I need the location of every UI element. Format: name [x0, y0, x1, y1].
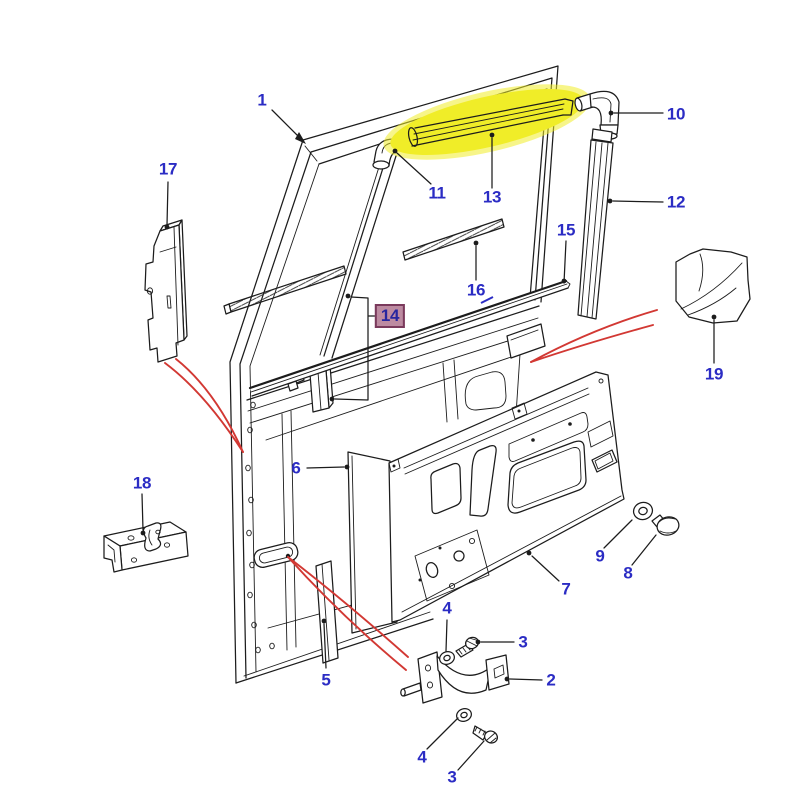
part-6-trim-panel: [347, 451, 398, 634]
part-4-washer-lower: [456, 708, 472, 722]
part-9-washer: [632, 501, 654, 521]
blue-dash-mark: [480, 296, 494, 304]
callout-9[interactable]: 9: [595, 546, 605, 566]
callout-4-lower[interactable]: 4: [417, 747, 427, 767]
part-4-washer-upper: [439, 651, 455, 665]
callout-3-lower[interactable]: 3: [447, 767, 457, 787]
callout-13[interactable]: 13: [482, 187, 502, 207]
part-2-check-strap-bracket: [400, 651, 510, 704]
callout-8[interactable]: 8: [623, 563, 633, 583]
callout-1[interactable]: 1: [257, 90, 267, 110]
callout-16[interactable]: 16: [466, 280, 486, 300]
callout-leaders: [140, 109, 717, 771]
callout-2[interactable]: 2: [546, 670, 556, 690]
callout-18[interactable]: 18: [132, 473, 152, 493]
door-pull-handle: [253, 542, 299, 568]
callout-10[interactable]: 10: [666, 104, 686, 124]
part-7-inner-panel: [388, 371, 625, 623]
part-16-waist-strips: [223, 218, 505, 315]
red-leader-lines: [164, 309, 658, 671]
callout-4-upper[interactable]: 4: [442, 598, 452, 618]
callout-7[interactable]: 7: [561, 579, 571, 599]
part-17-reinforcement-plate: [144, 219, 188, 363]
part-5-seal-strip: [315, 560, 339, 664]
part-18-striker-bracket: [103, 521, 189, 573]
part-13-highlighted-channel: [383, 84, 591, 160]
callout-6[interactable]: 6: [291, 458, 301, 478]
part-8-bolt: [651, 514, 680, 536]
callout-17[interactable]: 17: [158, 159, 178, 179]
callout-15[interactable]: 15: [556, 220, 576, 240]
callout-14-selected[interactable]: 14: [374, 304, 406, 328]
callout-5[interactable]: 5: [321, 670, 331, 690]
part-3-bolt-upper: [455, 636, 480, 658]
part-3-bolt-lower: [472, 725, 499, 744]
flange-holes: [245, 401, 275, 654]
callout-11[interactable]: 11: [428, 183, 446, 203]
part-19-membrane-sheet: [675, 248, 751, 324]
part-15-waist-rail: [248, 279, 571, 397]
part-12-glass-channel: [577, 128, 614, 320]
callout-19[interactable]: 19: [704, 364, 724, 384]
callout-3-upper[interactable]: 3: [518, 632, 528, 652]
callout-12[interactable]: 12: [666, 192, 686, 212]
